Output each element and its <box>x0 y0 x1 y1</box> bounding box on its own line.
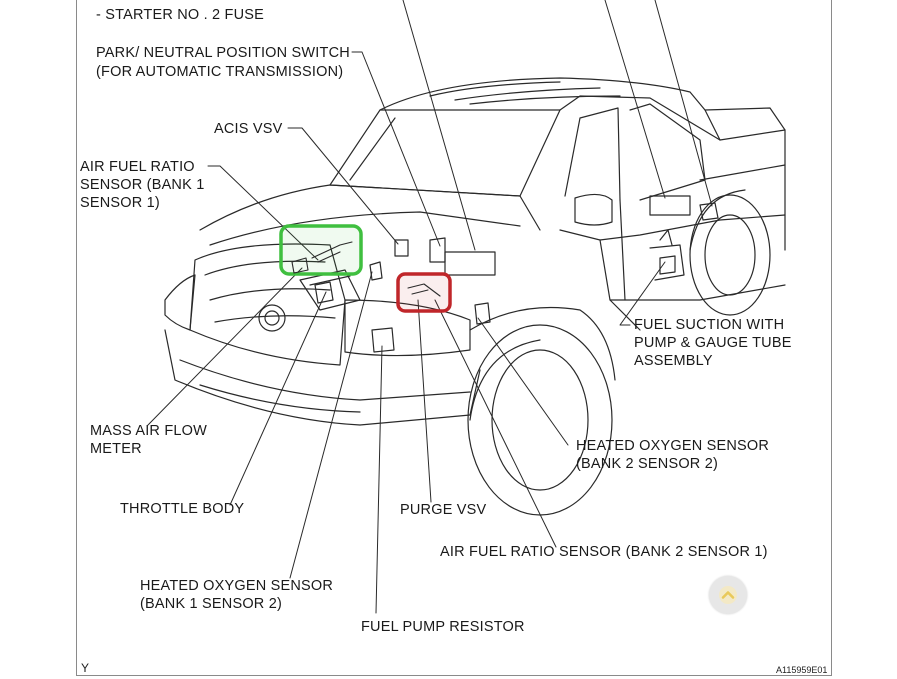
label-fuel-suction-line2: PUMP & GAUGE TUBE <box>634 335 792 351</box>
label-hos-bank1-line1: HEATED OXYGEN SENSOR <box>140 578 334 594</box>
truck-outline <box>164 77 786 516</box>
label-hos-bank2-line1: HEATED OXYGEN SENSOR <box>576 438 770 454</box>
label-starter-fuse: - STARTER NO . 2 FUSE <box>96 7 265 23</box>
label-purge-vsv: PURGE VSV <box>400 502 487 518</box>
label-afr-bank1-line2: SENSOR (BANK 1 <box>80 177 205 193</box>
label-afr-bank2: AIR FUEL RATIO SENSOR (BANK 2 SENSOR 1) <box>440 544 768 560</box>
label-acis-vsv: ACIS VSV <box>214 121 283 137</box>
scroll-to-top-button[interactable] <box>709 576 747 614</box>
label-fuel-suction-line3: ASSEMBLY <box>634 353 713 369</box>
sensor-parts <box>291 241 441 297</box>
label-afr-bank1-line3: SENSOR 1) <box>80 195 160 211</box>
label-fuel-pump-resistor: FUEL PUMP RESISTOR <box>361 619 525 635</box>
label-park-switch-line1: PARK/ NEUTRAL POSITION SWITCH <box>96 45 350 61</box>
figure-code: A115959E01 <box>776 665 828 675</box>
label-hos-bank2-line2: (BANK 2 SENSOR 2) <box>576 456 718 472</box>
label-throttle-body: THROTTLE BODY <box>120 501 245 517</box>
label-park-switch-line2: (FOR AUTOMATIC TRANSMISSION) <box>96 64 344 80</box>
label-maf-line1: MASS AIR FLOW <box>90 423 208 439</box>
diagram-frame <box>76 0 832 676</box>
label-maf-line2: METER <box>90 441 142 457</box>
highlight-air-fuel-ratio-bank1 <box>279 224 363 276</box>
label-afr-bank1-line1: AIR FUEL RATIO <box>80 159 195 175</box>
corner-mark: Y <box>81 661 90 675</box>
highlight-air-fuel-ratio-bank2 <box>396 272 452 313</box>
label-hos-bank1-line2: (BANK 1 SENSOR 2) <box>140 596 282 612</box>
chevron-up-icon <box>719 586 737 604</box>
label-fuel-suction-line1: FUEL SUCTION WITH <box>634 317 785 333</box>
